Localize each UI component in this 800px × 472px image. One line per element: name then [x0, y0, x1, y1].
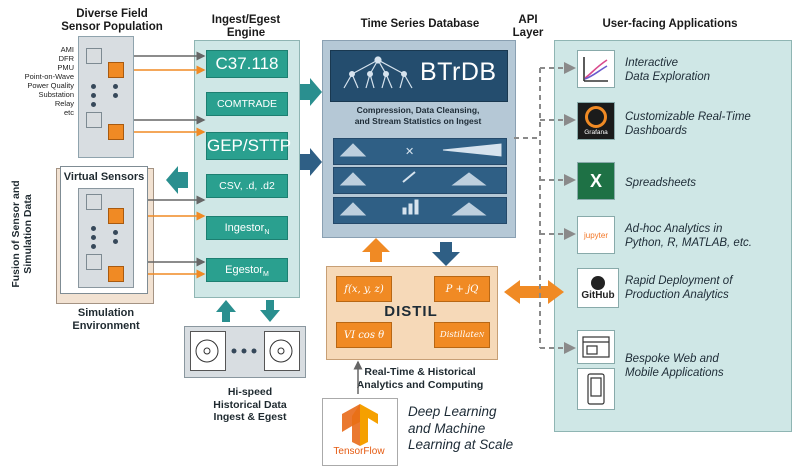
distil-box-vicos: VI cos θ	[336, 322, 392, 348]
sensor-label: PMU	[57, 63, 74, 72]
sensor-device-icon	[86, 48, 102, 64]
ellipsis-dot	[91, 226, 96, 231]
sensor-device-icon	[108, 62, 124, 78]
sensor-device-icon	[108, 124, 124, 140]
virtual-sensor-icon	[108, 208, 124, 224]
btrdb-logo: BTrDB	[420, 58, 497, 86]
distillate-subscript: N	[478, 331, 485, 339]
ellipsis-dot	[91, 235, 96, 240]
ellipsis-dot	[113, 93, 118, 98]
grafana-label: Grafana	[584, 129, 608, 136]
distillate-label: Distillate	[439, 330, 479, 340]
tensorflow-text: Deep Learning and Machine Learning at Sc…	[408, 404, 514, 452]
btrdb-logo-box	[330, 50, 508, 102]
chart-icon	[577, 50, 615, 88]
tensorflow-icon	[342, 404, 378, 446]
sensor-label: etc	[63, 108, 74, 117]
app-text-spreadsheets: Spreadsheets	[625, 177, 696, 189]
ellipsis-dot	[113, 84, 118, 89]
distil-caption: Real-Time & Historical Analytics and Com…	[356, 366, 484, 391]
tensorflow-logo-text: TensorFlow	[333, 446, 385, 457]
sensor-label: Point-on-Wave	[24, 72, 74, 81]
btrdb-row-glyphs: ✕	[339, 143, 502, 216]
header-sensors: Diverse Field Sensor Population	[61, 8, 163, 33]
virtual-sensor-icon	[86, 194, 102, 210]
jupyter-icon: jupyter	[577, 216, 615, 254]
distil-title: DISTIL	[384, 303, 438, 320]
app-text-exploration: Interactive Data Exploration	[625, 57, 711, 83]
app-text-adhoc: Ad-hoc Analytics in Python, R, MATLAB, e…	[625, 223, 752, 249]
ellipsis-dot	[91, 93, 96, 98]
ingest-box-egestor: EgestorM	[206, 258, 288, 282]
web-icon	[577, 330, 615, 364]
virtual-sensors-title: Virtual Sensors	[63, 171, 145, 183]
egestor-label: Egestor	[225, 264, 264, 276]
app-text-bespoke: Bespoke Web and Mobile Applications	[625, 353, 724, 379]
simulation-env-label: Simulation Environment	[72, 307, 140, 332]
grafana-icon: Grafana	[577, 102, 615, 140]
jupyter-label: jupyter	[583, 230, 608, 240]
mobile-icon	[577, 368, 615, 410]
excel-glyph: X	[589, 170, 602, 191]
header-tsdb: Time Series Database	[360, 18, 480, 30]
sensor-device-icon	[86, 112, 102, 128]
btrdb-tree-icon	[343, 56, 413, 89]
distil-box-pjq: P + jQ	[434, 276, 490, 302]
sensor-label: Relay	[54, 99, 74, 108]
distil-box-fxyz: f(x, y, z)	[336, 276, 392, 302]
ingest-panel	[194, 40, 300, 298]
disk-icon	[264, 331, 300, 371]
header-api: API Layer	[512, 14, 544, 39]
svg-text:✕: ✕	[405, 145, 414, 158]
egestor-subscript: M	[263, 271, 269, 279]
ingestor-label: Ingestor	[224, 222, 265, 234]
github-glyph	[591, 275, 605, 290]
github-label: GitHub	[581, 289, 615, 301]
sensor-label: Power Quality	[27, 81, 74, 90]
ellipsis-dot	[91, 102, 96, 107]
ingest-box-c37118: C37.118	[206, 50, 288, 78]
ingest-box-comtrade: COMTRADE	[206, 92, 288, 116]
ellipsis-dot	[91, 84, 96, 89]
header-apps: User-facing Applications	[602, 18, 738, 30]
btrdb-caption: Compression, Data Cleansing, and Stream …	[354, 105, 482, 126]
ingest-box-gep: GEP/STTP	[206, 132, 291, 160]
hispeed-label: Hi-speed Historical Data Ingest & Egest	[213, 386, 287, 423]
disk-platter-glyphs	[195, 339, 293, 363]
header-ingest: Ingest/Egest Engine	[211, 14, 281, 39]
github-icon: GitHub	[577, 268, 619, 308]
sensor-label: Substation	[38, 90, 74, 99]
ingest-box-csv: CSV, .d, .d2	[206, 174, 288, 198]
ellipsis-dot	[113, 230, 118, 235]
virtual-sensor-icon	[86, 254, 102, 270]
virtual-sensor-icon	[108, 266, 124, 282]
excel-icon: X	[577, 162, 615, 200]
grafana-glyph	[585, 106, 607, 128]
app-text-deployment: Rapid Deployment of Production Analytics	[625, 275, 733, 301]
app-text-dashboards: Customizable Real-Time Dashboards	[625, 111, 751, 137]
sensor-label: DFR	[58, 54, 74, 63]
ingestor-subscript: N	[264, 229, 270, 237]
ellipsis-dot	[91, 244, 96, 249]
ingest-box-ingestor: IngestorN	[206, 216, 288, 240]
sensor-label: AMI	[60, 45, 74, 54]
ellipsis-dot	[113, 239, 118, 244]
